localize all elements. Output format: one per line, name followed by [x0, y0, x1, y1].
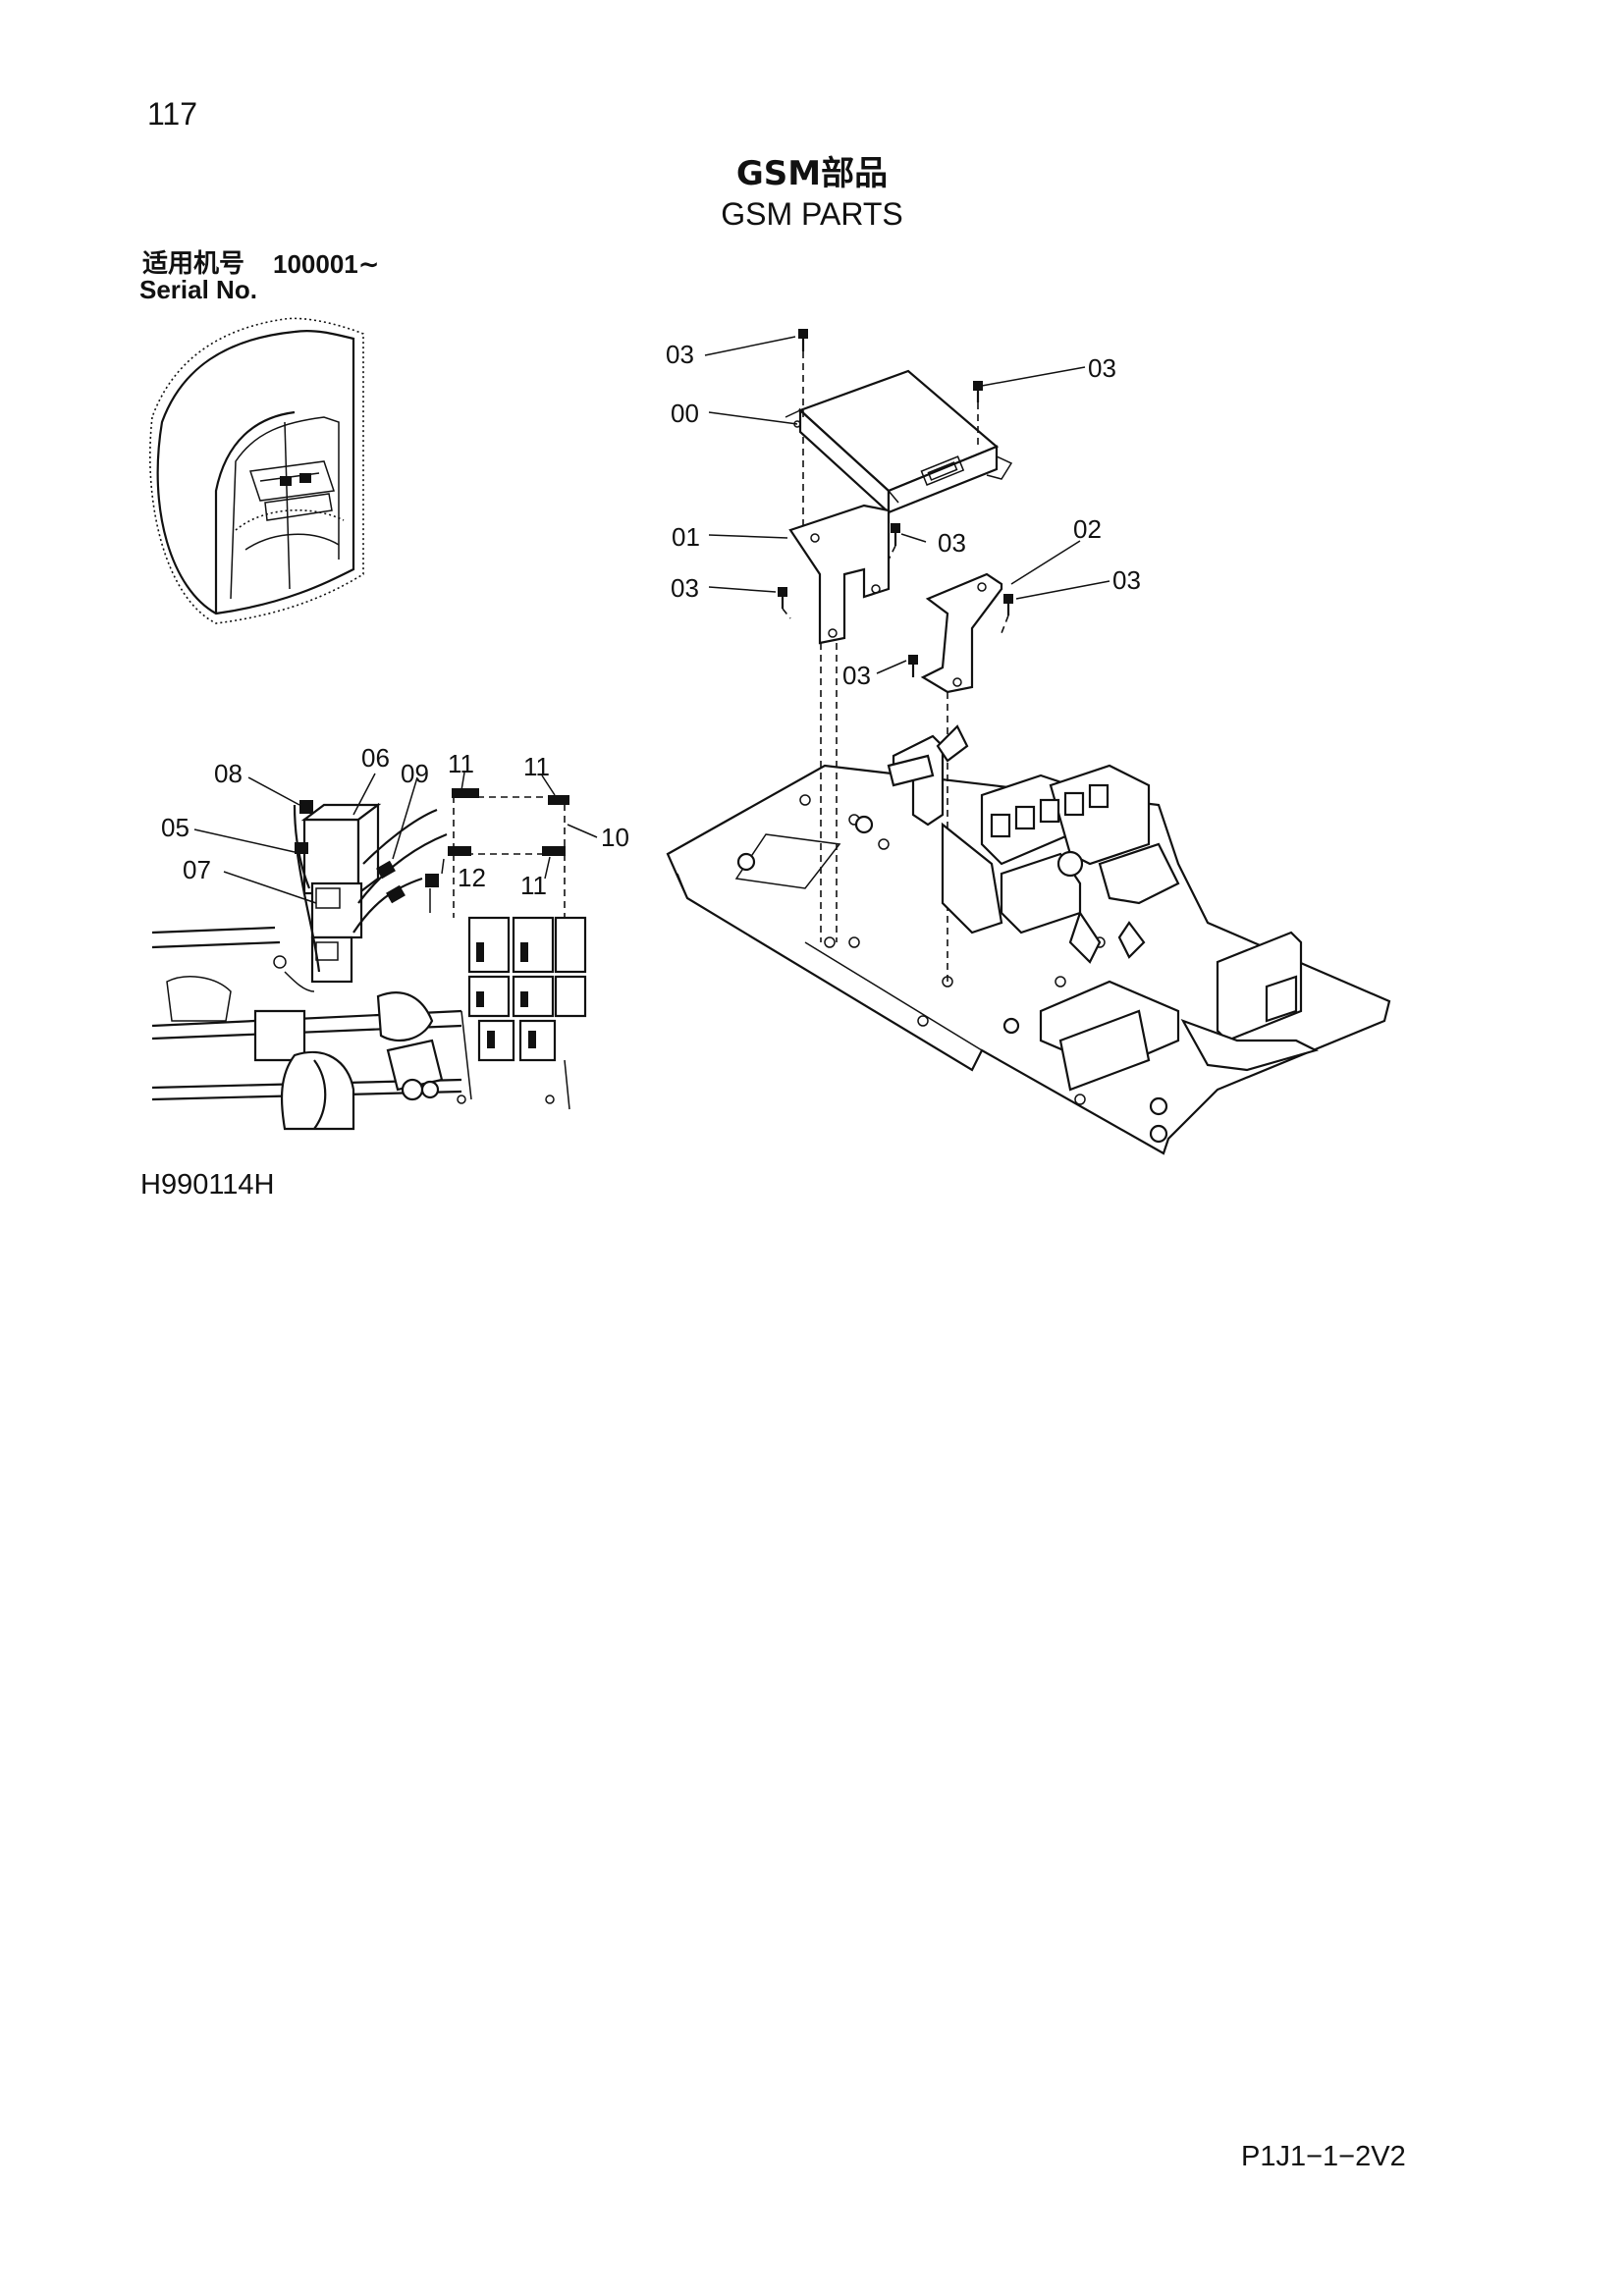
- page-title-chinese: GSM部品: [735, 154, 889, 193]
- callout-03: 03: [938, 528, 966, 558]
- callout-12: 12: [458, 863, 486, 892]
- callout-01: 01: [672, 522, 700, 552]
- screw-icon: [973, 381, 983, 402]
- callout-02: 02: [1073, 514, 1102, 544]
- callout-11: 11: [523, 752, 550, 781]
- callout-06: 06: [361, 743, 390, 773]
- callout-07: 07: [183, 855, 211, 884]
- harness-detail-drawing: [151, 788, 587, 1131]
- callout-11: 11: [448, 749, 474, 778]
- serial-range: 100001∼: [273, 249, 380, 279]
- serial-label-english: Serial No.: [139, 275, 257, 304]
- cab-overview-drawing: [149, 317, 364, 624]
- page-title-english: GSM PARTS: [721, 196, 903, 232]
- leader-lines: [193, 336, 1110, 904]
- callout-10: 10: [601, 823, 629, 852]
- callout-11: 11: [520, 871, 547, 900]
- callout-03: 03: [666, 340, 694, 369]
- callout-03: 03: [842, 661, 871, 690]
- screw-icon: [1003, 594, 1013, 615]
- callout-03: 03: [1088, 353, 1116, 383]
- page-reference: P1J1−1−2V2: [1241, 2141, 1406, 2172]
- callout-03: 03: [1112, 565, 1141, 595]
- callout-05: 05: [161, 813, 189, 842]
- screw-icon: [908, 655, 918, 677]
- gsm-exploded-drawing: [666, 329, 1391, 1155]
- screw-icon: [798, 329, 808, 351]
- callout-00: 00: [671, 399, 699, 428]
- callout-09: 09: [401, 759, 429, 788]
- screw-icon: [891, 523, 900, 546]
- serial-label-chinese: 适用机号: [142, 249, 245, 279]
- page-number: 117: [147, 96, 198, 132]
- callout-08: 08: [214, 759, 243, 788]
- drawing-code: H990114H: [140, 1169, 275, 1201]
- callout-03: 03: [671, 573, 699, 603]
- screw-icon: [778, 587, 787, 609]
